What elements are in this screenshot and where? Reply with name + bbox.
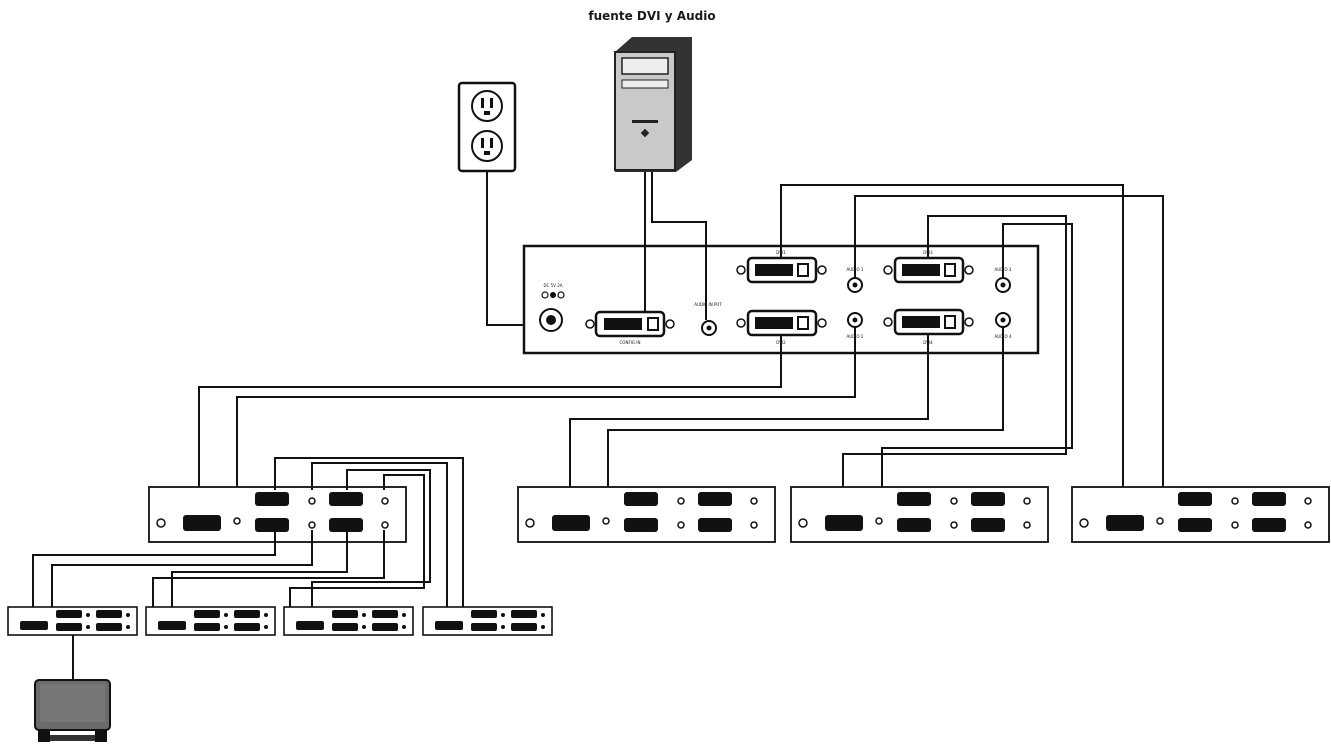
cables-tier3 xyxy=(32,457,464,620)
tier2-splitter-4 xyxy=(1071,486,1330,543)
dvi-port-icon xyxy=(736,309,827,337)
label-input: CONFIG IN xyxy=(620,340,641,345)
second-tier-splitters xyxy=(148,486,1330,543)
tier3-splitter-1 xyxy=(7,606,138,636)
tier3-splitter-2 xyxy=(145,606,276,636)
dvi-port-icon xyxy=(883,256,974,284)
third-tier-splitters xyxy=(7,606,553,636)
computer-tower-icon xyxy=(614,37,692,172)
audio-jack-icon xyxy=(847,312,863,328)
wall-outlet-icon xyxy=(457,81,517,173)
tier3-splitter-4 xyxy=(422,606,553,636)
audio-jack-icon xyxy=(995,312,1011,328)
dvi-port-icon xyxy=(736,256,827,284)
tier2-splitter-2 xyxy=(517,486,776,543)
cables-main xyxy=(198,171,1164,518)
label-power: DC 5V 2A xyxy=(544,283,563,288)
monitor-icon xyxy=(34,679,111,742)
dvi-port-icon xyxy=(585,310,675,338)
tier2-splitter-3 xyxy=(790,486,1049,543)
audio-jack-icon xyxy=(847,277,863,293)
tier2-splitter-1 xyxy=(148,486,407,543)
diagram-title: fuente DVI y Audio xyxy=(588,9,715,23)
power-jack-icon xyxy=(539,291,565,332)
label-audio-in: AUDIO IN PUT xyxy=(694,302,722,307)
dvi-port-icon xyxy=(883,308,974,336)
tier3-splitter-3 xyxy=(283,606,414,636)
audio-jack-icon xyxy=(701,320,717,336)
audio-jack-icon xyxy=(995,277,1011,293)
